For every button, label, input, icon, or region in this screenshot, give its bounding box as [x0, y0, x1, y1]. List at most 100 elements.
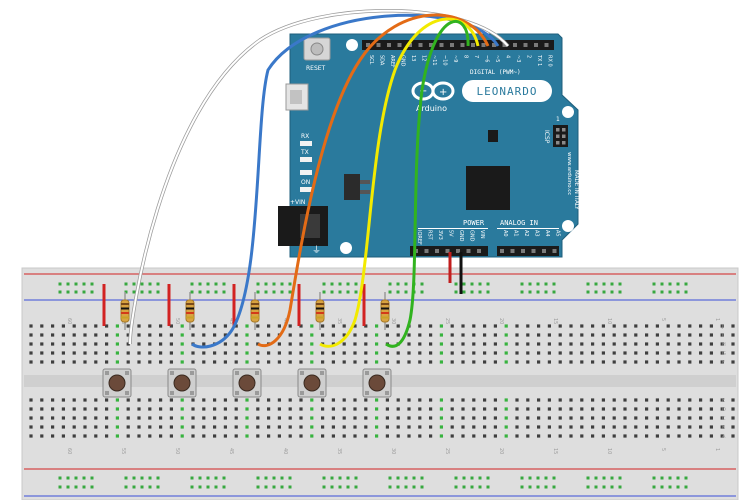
- digital-pin-label: GND: [400, 55, 406, 67]
- breadboard-hole: [666, 351, 670, 355]
- breadboard-hole: [666, 425, 670, 429]
- header-pin: [500, 249, 504, 253]
- breadboard-hole: [29, 416, 33, 420]
- breadboard-hole: [342, 324, 346, 328]
- breadboard-hole: [591, 360, 595, 364]
- breadboard-hole: [234, 324, 238, 328]
- reset-label: RESET: [306, 65, 326, 72]
- breadboard: 6060555550504545404035353030252520201515…: [21, 267, 739, 500]
- digital-header: [362, 40, 554, 50]
- pushbutton-leg: [385, 391, 389, 395]
- breadboard-hole: [483, 416, 487, 420]
- breadboard-hole: [310, 434, 314, 438]
- breadboard-hole: [51, 333, 55, 337]
- rail-hole: [190, 485, 194, 489]
- breadboard-hole: [612, 416, 616, 420]
- rail-hole: [486, 282, 490, 286]
- breadboard-hole: [245, 425, 249, 429]
- breadboard-hole: [547, 333, 551, 337]
- breadboard-hole: [699, 425, 703, 429]
- breadboard-hole: [191, 360, 195, 364]
- breadboard-hole: [72, 333, 76, 337]
- rail-hole: [74, 476, 78, 480]
- breadboard-hole: [688, 434, 692, 438]
- icsp-pin: [556, 141, 560, 145]
- rail-hole: [528, 485, 532, 489]
- rail-hole: [124, 282, 128, 286]
- breadboard-hole: [407, 398, 411, 402]
- resistor-band: [381, 307, 389, 310]
- breadboard-hole: [655, 342, 659, 346]
- breadboard-hole: [439, 360, 443, 364]
- breadboard-hole: [364, 416, 368, 420]
- rail-hole: [338, 290, 342, 294]
- breadboard-hole: [537, 398, 541, 402]
- rail-hole: [264, 485, 268, 489]
- breadboard-hole: [148, 342, 152, 346]
- rail-hole: [536, 476, 540, 480]
- breadboard-hole: [213, 324, 217, 328]
- breadboard-hole: [558, 324, 562, 328]
- breadboard-hole: [126, 324, 130, 328]
- breadboard-hole: [288, 416, 292, 420]
- rail-hole: [454, 485, 458, 489]
- rail-hole: [90, 485, 94, 489]
- icsp-label: ICSP: [543, 130, 550, 144]
- breadboard-hole: [418, 416, 422, 420]
- breadboard-hole: [580, 434, 584, 438]
- rail-hole: [288, 476, 292, 480]
- reset-button-cap[interactable]: [310, 42, 324, 56]
- model-badge: [462, 80, 552, 102]
- column-number-bottom: 60: [66, 448, 72, 454]
- header-pin: [387, 43, 391, 47]
- pushbutton-leg: [190, 391, 194, 395]
- breadboard-hole: [234, 333, 238, 337]
- breadboard-hole: [526, 425, 530, 429]
- breadboard-hole: [418, 398, 422, 402]
- digital-header-pins: [366, 43, 549, 47]
- breadboard-hole: [299, 360, 303, 364]
- column-number-top: 1: [714, 318, 720, 321]
- resistor-band: [121, 307, 129, 310]
- row-letter: A: [722, 434, 726, 440]
- breadboard-hole: [353, 351, 357, 355]
- breadboard-hole: [51, 416, 55, 420]
- rail-hole: [140, 485, 144, 489]
- breadboard-hole: [645, 407, 649, 411]
- breadboard-hole: [537, 407, 541, 411]
- breadboard-hole: [331, 351, 335, 355]
- breadboard-hole: [180, 407, 184, 411]
- breadboard-hole: [515, 333, 519, 337]
- breadboard-hole: [169, 425, 173, 429]
- breadboard-hole: [288, 425, 292, 429]
- breadboard-hole: [483, 351, 487, 355]
- breadboard-hole: [504, 407, 508, 411]
- breadboard-hole: [526, 407, 530, 411]
- column-number-bottom: 10: [606, 448, 612, 454]
- breadboard-hole: [72, 398, 76, 402]
- breadboard-hole: [720, 416, 724, 420]
- digital-pin-label: ~11: [431, 55, 437, 66]
- breadboard-hole: [666, 434, 670, 438]
- breadboard-hole: [655, 425, 659, 429]
- breadboard-hole: [321, 398, 325, 402]
- rail-hole: [552, 282, 556, 286]
- breadboard-hole: [375, 398, 379, 402]
- breadboard-hole: [547, 360, 551, 364]
- power-pin-label: VIN: [479, 230, 485, 239]
- breadboard-hole: [353, 360, 357, 364]
- breadboard-hole: [94, 333, 98, 337]
- rail-hole: [148, 282, 152, 286]
- breadboard-hole: [148, 407, 152, 411]
- breadboard-hole: [321, 416, 325, 420]
- breadboard-hole: [137, 407, 141, 411]
- header-pin: [510, 249, 515, 253]
- breadboard-hole: [223, 425, 227, 429]
- header-pin: [481, 43, 486, 47]
- breadboard-hole: [256, 333, 260, 337]
- rail-hole: [58, 485, 62, 489]
- breadboard-hole: [321, 333, 325, 337]
- resistor-band: [251, 307, 259, 310]
- breadboard-hole: [299, 342, 303, 346]
- breadboard-hole: [461, 360, 465, 364]
